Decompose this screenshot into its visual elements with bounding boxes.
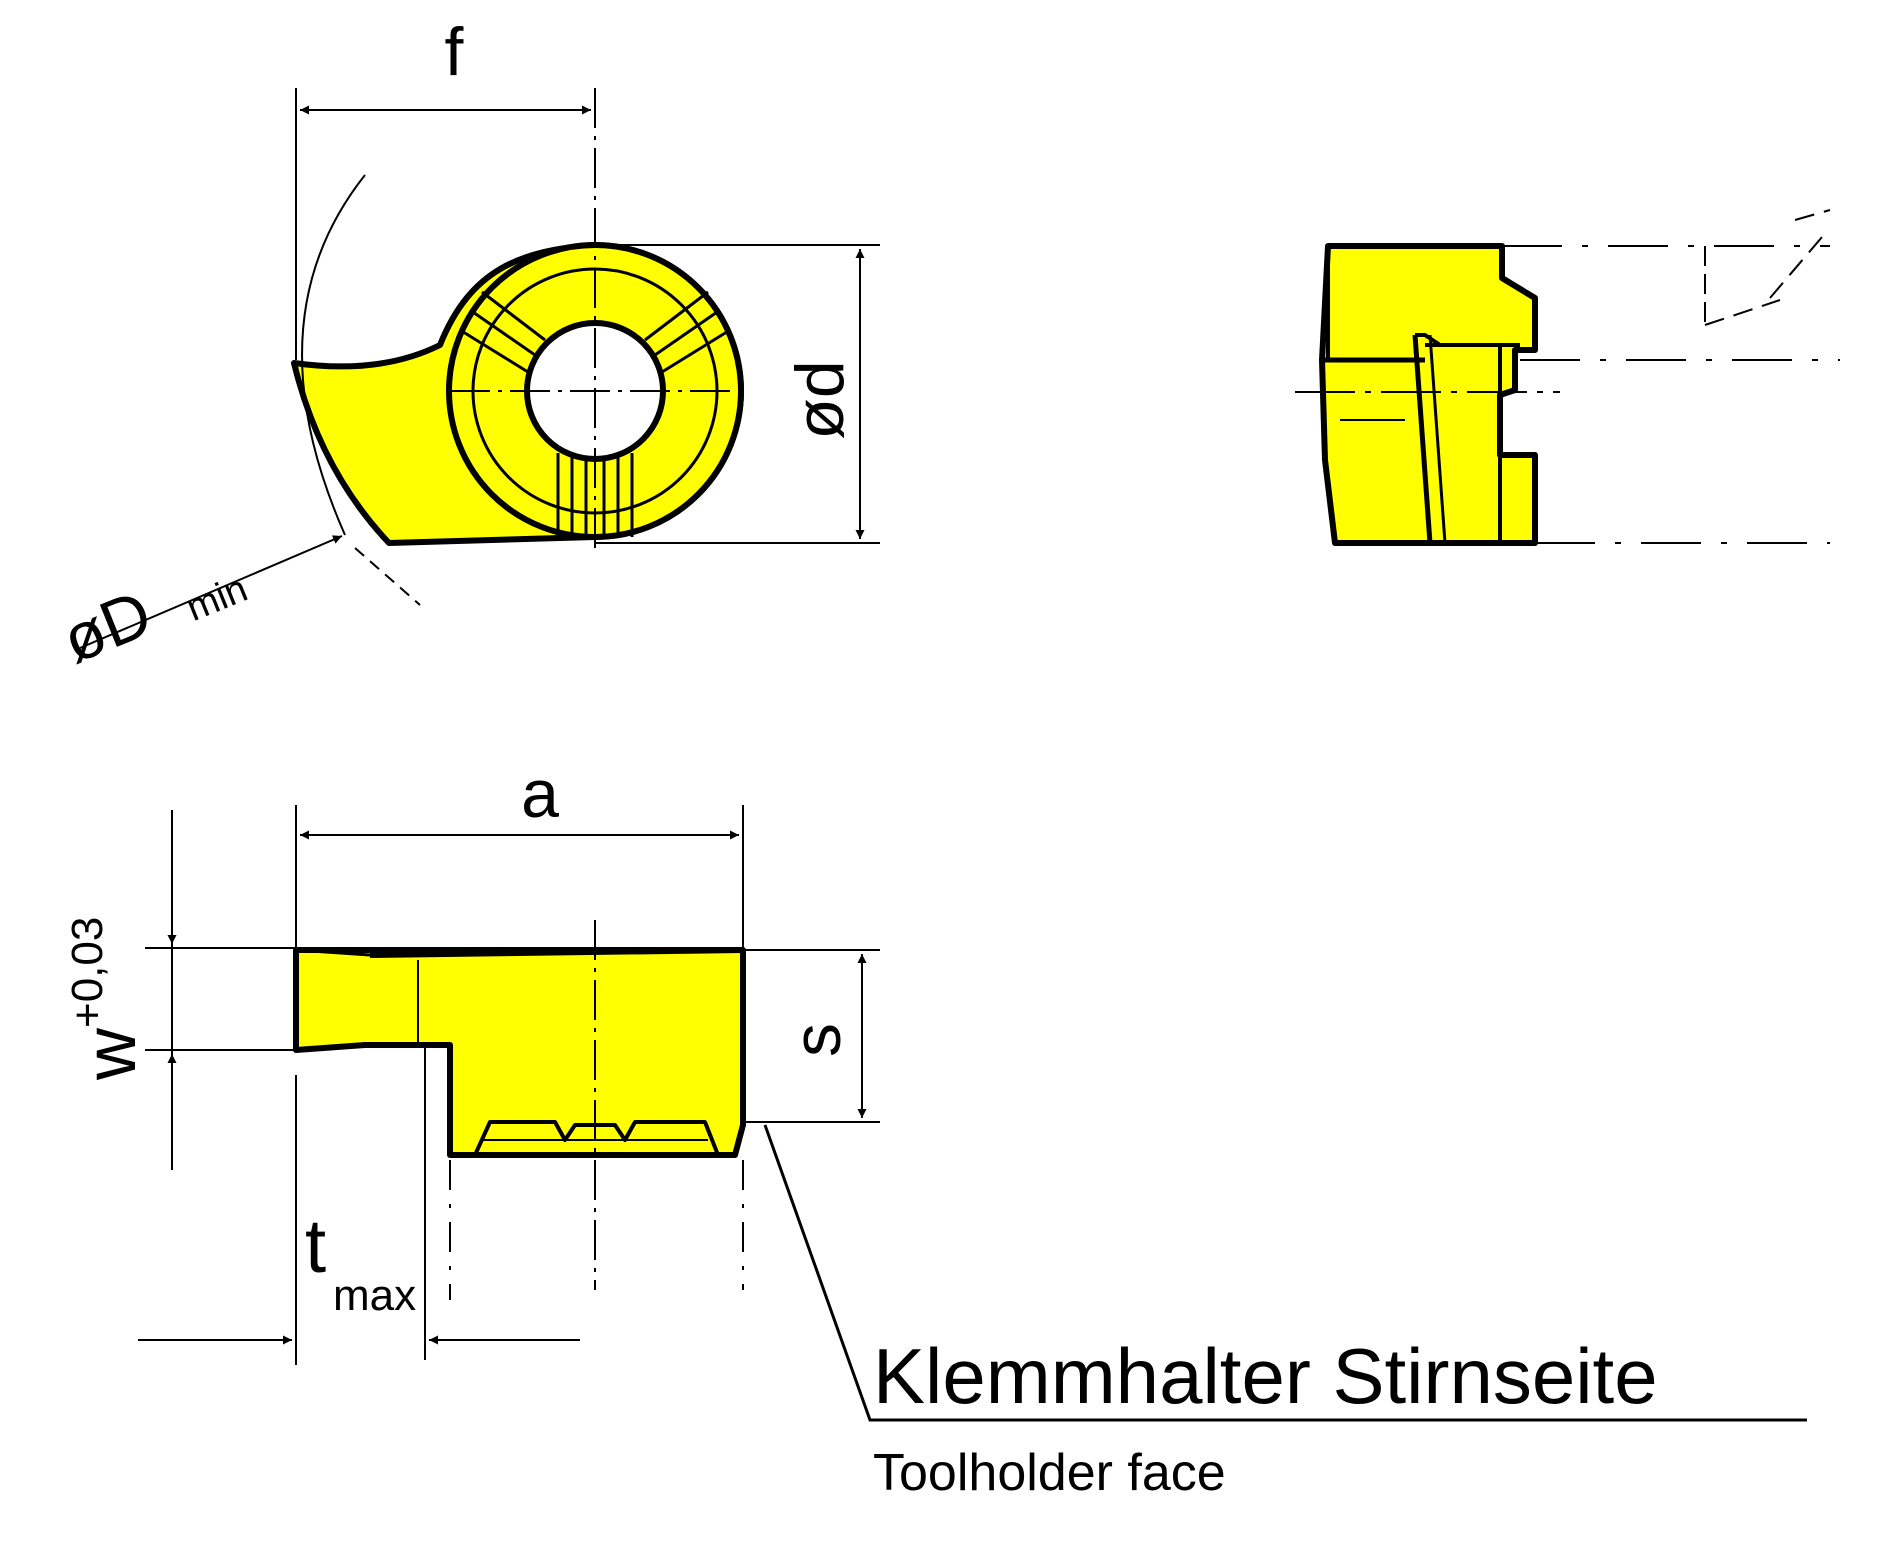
label-t-main: t [305, 1204, 326, 1289]
label-w-tolerance: +0,03 [63, 917, 112, 1028]
dim-leader-dmin [79, 535, 343, 649]
label-dmin-sub: min [181, 568, 254, 630]
label-a: a [521, 756, 559, 832]
label-dmin-main: øD [52, 575, 161, 677]
label-t-sub: max [333, 1271, 416, 1320]
label-dmin: øD min [52, 568, 254, 677]
label-d: ød [782, 360, 858, 439]
dmin-arc [301, 174, 366, 536]
insert-side-view [1295, 209, 1840, 546]
insert-top-view [79, 88, 880, 649]
label-f: f [445, 14, 464, 90]
label-w: w +0,03 [63, 917, 151, 1081]
insert-grooves [459, 290, 731, 537]
insert-body-front [293, 947, 746, 1158]
insert-front-view [138, 805, 1807, 1422]
label-w-main: w [71, 1027, 151, 1081]
callout-leader [763, 1124, 1807, 1422]
callout-german: Klemmhalter Stirnseite [873, 1332, 1658, 1420]
callout-english: Toolholder face [873, 1444, 1226, 1502]
label-s: s [779, 1023, 855, 1057]
